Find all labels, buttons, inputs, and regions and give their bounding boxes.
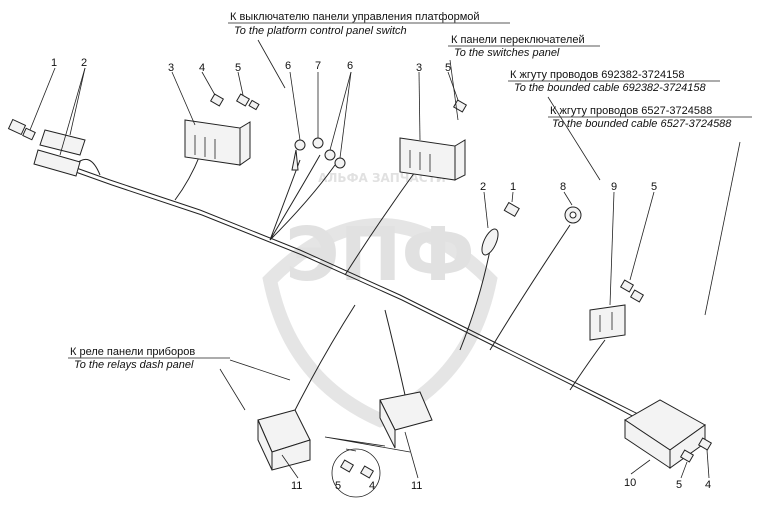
part-2-sleeve-mid [481, 228, 499, 256]
part-numbers: 1 2 3 4 5 6 7 6 3 5 2 1 8 9 5 11 5 4 11 … [51, 57, 711, 492]
part-number: 8 [560, 181, 566, 193]
callout-cable-6527-en: To the bounded cable 6527-3724588 [552, 118, 732, 130]
callout-platform-switch-en: To the platform control panel switch [234, 25, 407, 37]
part-number: 1 [51, 57, 57, 69]
part-number: 5 [651, 181, 657, 193]
part-number: 9 [611, 181, 617, 193]
callout-cable-6527-ru: К жгуту проводов 6527-3724588 [550, 105, 712, 117]
part-number: 4 [705, 479, 711, 491]
watermark-logo-text: ЭПФ [285, 212, 475, 298]
part-1-terminal-left [7, 118, 36, 141]
part-number: 5 [235, 62, 241, 74]
callout-arrows [219, 39, 741, 411]
branch-to-relay-11-left [289, 304, 356, 421]
branch-to-item-2-mid [459, 249, 491, 351]
callout-relays-panel: К реле панели приборов To the relays das… [68, 346, 230, 371]
part-number: 5 [335, 480, 341, 492]
part-number: 11 [291, 480, 302, 492]
part-number: 7 [315, 60, 321, 72]
part-number: 2 [480, 181, 486, 193]
branch-to-relay-11-mid [384, 309, 406, 396]
main-trunk-wire-2 [41, 159, 641, 421]
harness-trunk [39, 154, 641, 421]
callout-platform-switch: К выключателю панели управления платформ… [228, 11, 510, 37]
part-8-ring-terminal [564, 206, 582, 224]
part-number: 1 [510, 181, 516, 193]
part-4-5-terminals-br [679, 437, 713, 463]
part-number: 6 [285, 60, 291, 72]
part-6-7-ring-terminals [291, 137, 346, 171]
part-5-terminal-far [619, 279, 645, 303]
main-trunk-wire [39, 154, 641, 416]
part-number: 5 [445, 62, 451, 74]
part-number: 3 [168, 62, 174, 74]
callout-relays-panel-en: To the relays dash panel [74, 359, 194, 371]
part-number: 5 [676, 479, 682, 491]
part-9-connector [589, 304, 626, 341]
part-number: 3 [416, 62, 422, 74]
branch-to-connector-3-left [174, 154, 201, 201]
part-1-terminal-mid [503, 201, 520, 218]
part-number: 11 [411, 480, 422, 492]
watermark-shield-icon [262, 218, 498, 428]
callout-cable-692382-ru: К жгуту проводов 692382-3724158 [510, 69, 684, 81]
branch-to-connector-9 [569, 339, 606, 391]
branch-to-connector-3-right [344, 164, 421, 276]
part-10-connector [624, 399, 706, 469]
part-number: 4 [199, 62, 205, 74]
part-3-connector-right [399, 137, 466, 181]
watermark: ЭПФ АЛЬФА ЗАПЧАСТИ [262, 171, 498, 428]
part-number: 10 [624, 477, 636, 489]
part-3-connector-left [184, 119, 251, 166]
callout-relays-panel-ru: К реле панели приборов [70, 346, 195, 358]
callout-platform-switch-ru: К выключателю панели управления платформ… [230, 11, 480, 23]
callout-switches-panel-ru: К панели переключателей [451, 34, 585, 46]
part-number: 4 [369, 480, 375, 492]
part-number: 6 [347, 60, 353, 72]
part-number: 2 [81, 57, 87, 69]
callout-switches-panel: К панели переключателей To the switches … [448, 34, 600, 59]
callout-cable-692382-en: To the bounded cable 692382-3724158 [514, 82, 707, 94]
part-4-5-terminals-top [209, 93, 260, 111]
part-11-relay-left [257, 409, 311, 471]
callout-cable-6527: К жгуту проводов 6527-3724588 To the bou… [548, 105, 752, 130]
callout-switches-panel-en: To the switches panel [454, 47, 560, 59]
branch-to-ring-8 [489, 224, 571, 351]
part-11-relay-mid [379, 391, 433, 449]
part-4-5-terminals-bottom [331, 448, 381, 498]
callout-cable-692382: К жгуту проводов 692382-3724158 To the b… [508, 69, 720, 94]
leader-lines [29, 67, 710, 479]
part-2-sleeves-left [33, 129, 86, 177]
